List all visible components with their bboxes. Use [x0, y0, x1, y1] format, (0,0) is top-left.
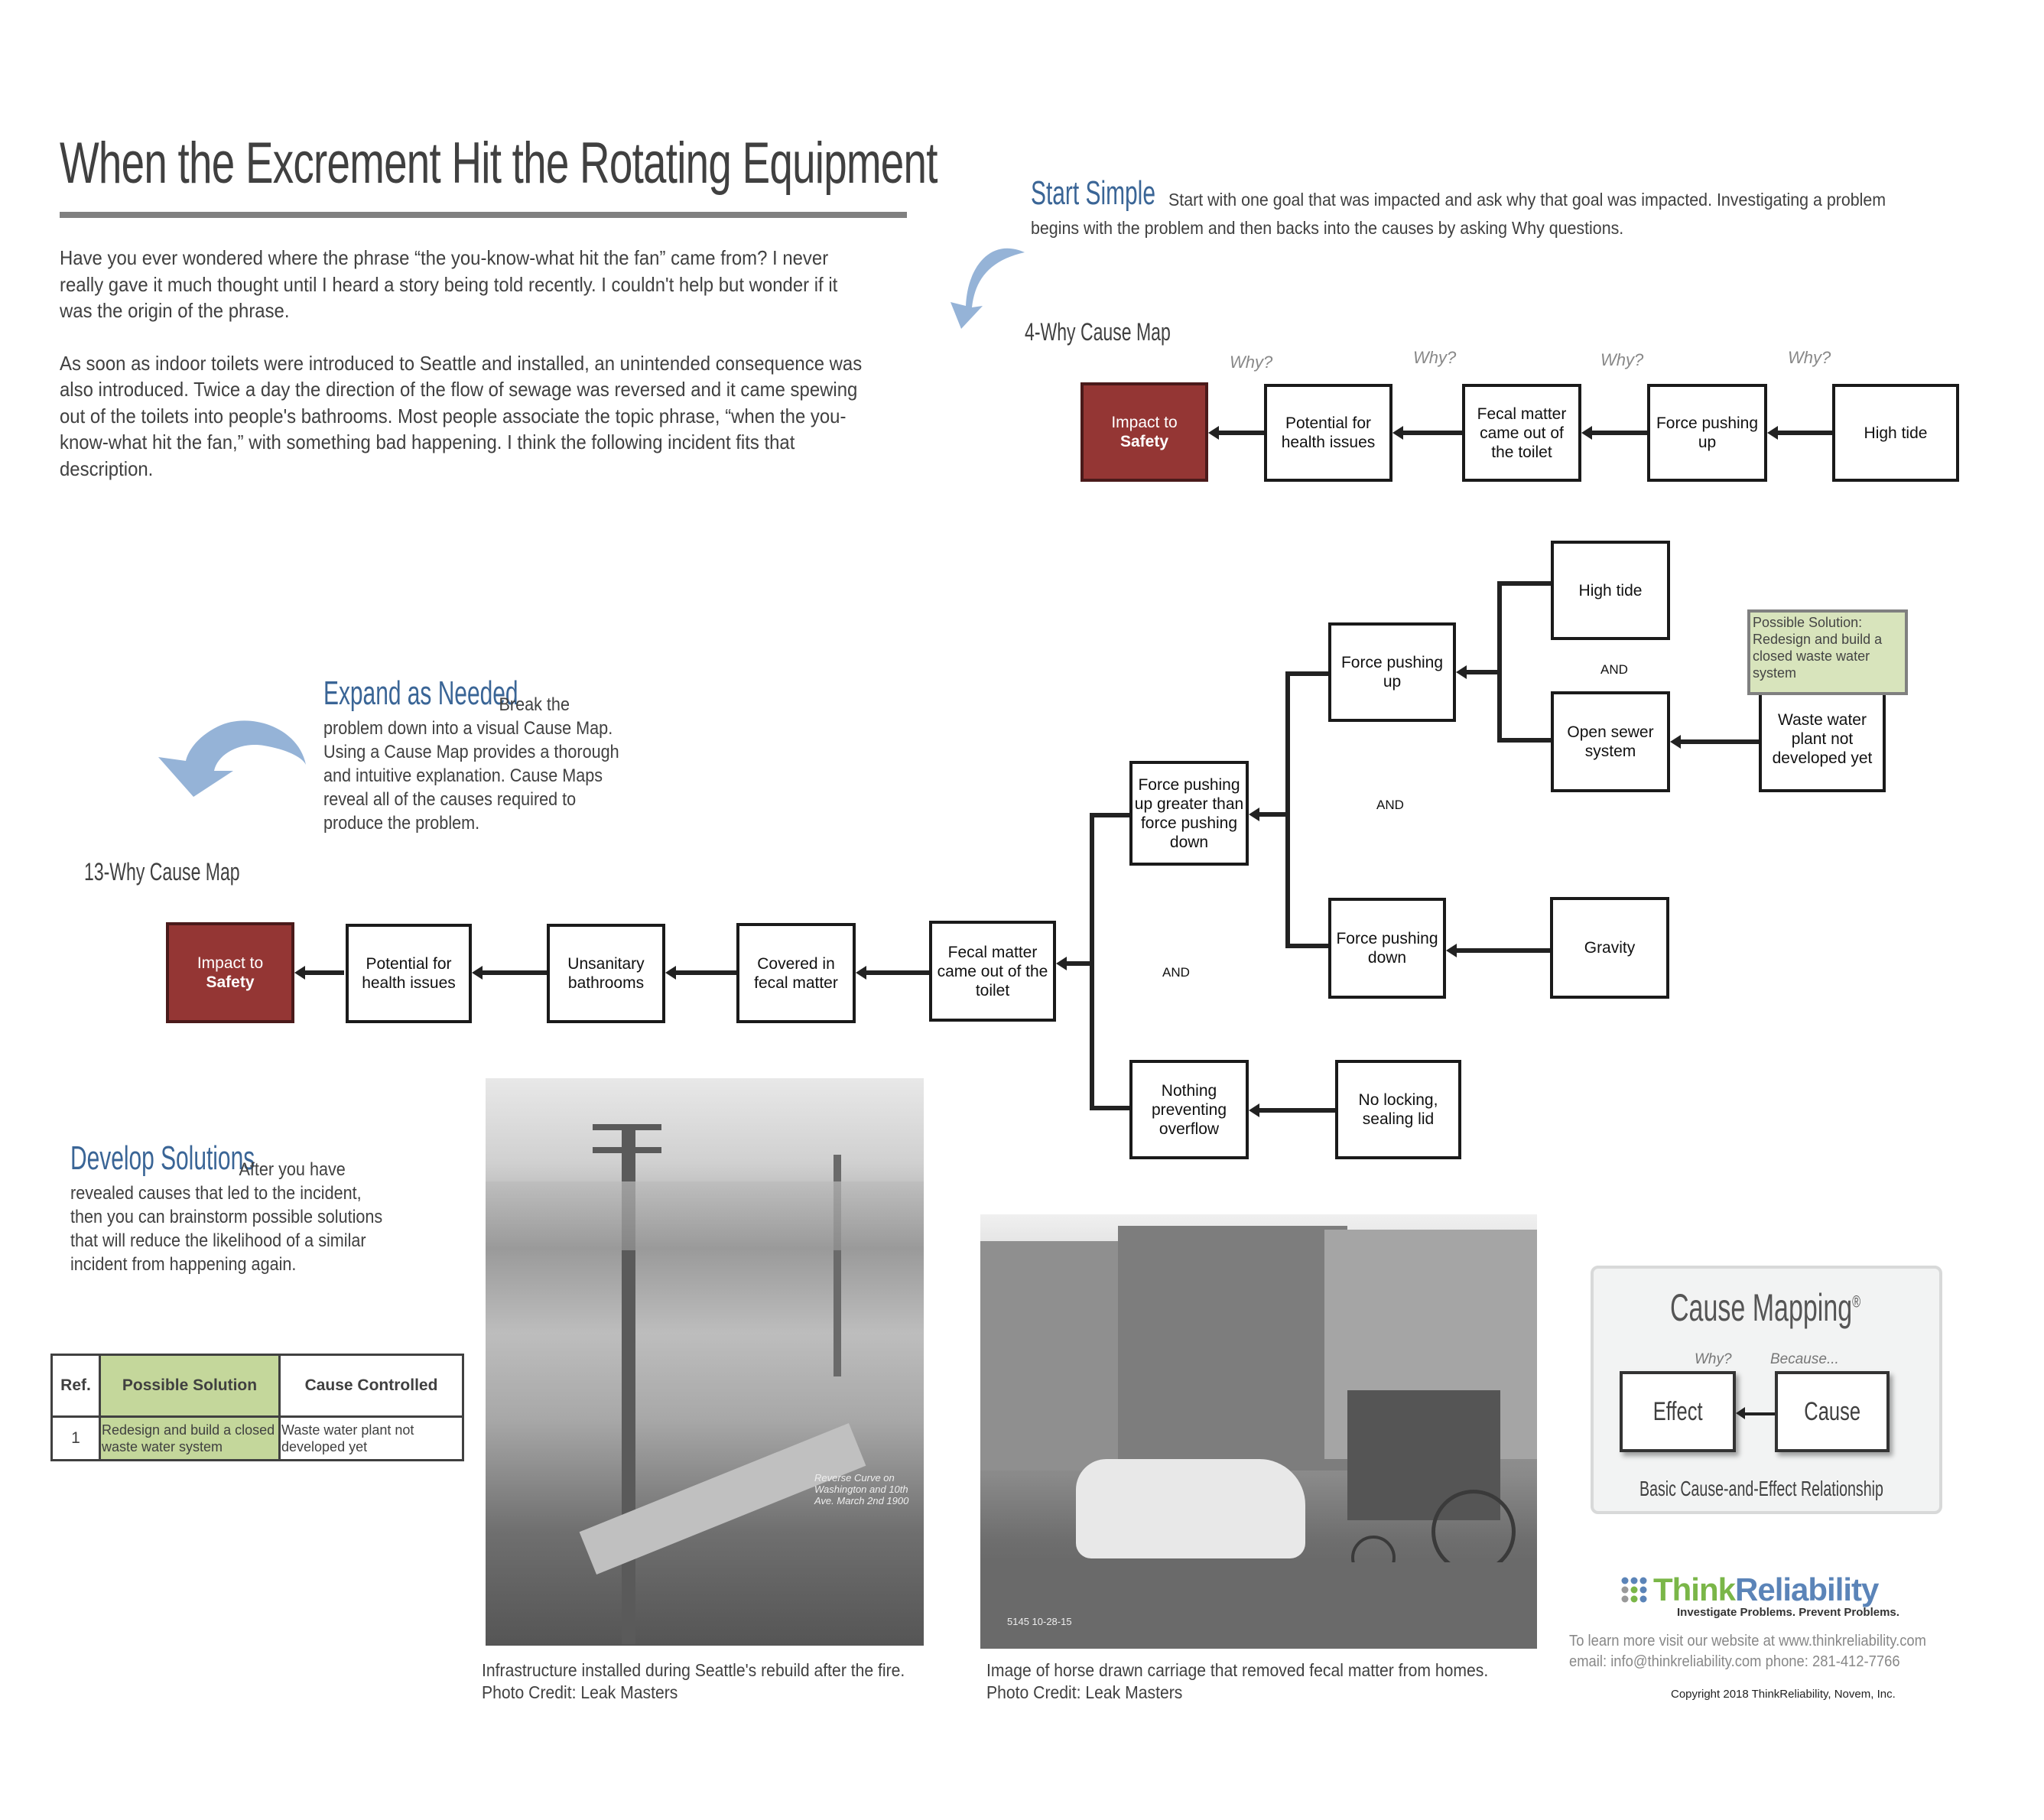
cause-box-force-pushing-up[interactable]: Force pushing up	[1328, 622, 1456, 722]
start-simple-text-2: begins with the problem and then backs i…	[1031, 218, 1624, 238]
col-possible-solution: Possible Solution	[99, 1354, 281, 1418]
page-title: When the Excrement Hit the Rotating Equi…	[60, 131, 938, 196]
cause-box-open-sewer-system[interactable]: Open sewer system	[1551, 691, 1670, 792]
logo-think: Think	[1653, 1571, 1736, 1607]
copyright: Copyright 2018 ThinkReliability, Novem, …	[1671, 1688, 1896, 1701]
cause-box-force-greater[interactable]: Force pushing up greater than force push…	[1129, 761, 1249, 866]
box-label: Impact to	[1111, 414, 1178, 431]
why-label: Why?	[1788, 348, 1831, 367]
col-ref: Ref.	[50, 1354, 101, 1418]
cause-box-covered-in-fecal-matter[interactable]: Covered in fecal matter	[736, 923, 856, 1023]
cause-box-gravity[interactable]: Gravity	[1550, 897, 1669, 999]
photo-caption-2: Image of horse drawn carriage that remov…	[986, 1659, 1488, 1704]
develop-heading: Develop Solutions	[70, 1139, 255, 1177]
cause-box: Cause	[1775, 1371, 1890, 1452]
because-label: Because...	[1770, 1351, 1839, 1367]
cause-mapping-panel: Cause Mapping® Why? Because... Effect Ca…	[1591, 1266, 1942, 1514]
caption-line: Photo Credit: Leak Masters	[986, 1682, 1183, 1702]
intro-paragraph-1: Have you ever wondered where the phrase …	[60, 246, 838, 322]
cause-box-high-tide[interactable]: High tide	[1551, 541, 1670, 640]
col-cause-controlled: Cause Controlled	[278, 1354, 464, 1418]
expand-body: Break the problem down into a visual Cau…	[323, 694, 619, 834]
box-label: Safety	[1119, 433, 1169, 450]
develop-body: After you have revealed causes that led …	[70, 1159, 383, 1275]
cause-box-no-locking-lid[interactable]: No locking, sealing lid	[1335, 1060, 1461, 1159]
contact-line: email: info@thinkreliability.com phone: …	[1569, 1653, 1900, 1670]
effect-label: Effect	[1652, 1396, 1703, 1426]
develop-text: After you have revealed causes that led …	[70, 1158, 387, 1276]
caption-line: Image of horse drawn carriage that remov…	[986, 1660, 1489, 1680]
cause-box-potential-health-issues[interactable]: Potential for health issues	[1264, 384, 1392, 482]
cause-box-force-pushing-up[interactable]: Force pushing up	[1647, 384, 1767, 482]
cause-box-fecal-matter[interactable]: Fecal matter came out of the toilet	[1462, 384, 1581, 482]
cause-mapping-title: Cause Mapping®	[1670, 1285, 1860, 1330]
cause-box-fecal-matter-came-out[interactable]: Fecal matter came out of the toilet	[929, 921, 1056, 1022]
cause-label: Cause	[1804, 1396, 1860, 1426]
why-label: Why?	[1695, 1351, 1732, 1367]
solutions-table: Ref. Possible Solution Cause Controlled …	[50, 1354, 464, 1461]
why-label: Why?	[1413, 348, 1457, 367]
expand-heading-wrap: Expand as Needed	[323, 674, 609, 713]
title-divider	[60, 212, 907, 218]
photo-inset-text: Reverse Curve on Washington and 10th Ave…	[814, 1472, 909, 1506]
start-simple-heading: Start Simple	[1031, 174, 1155, 212]
four-why-map-label: 4-Why Cause Map	[1025, 318, 1171, 346]
cause-mapping-caption: Basic Cause-and-Effect Relationship	[1639, 1477, 1883, 1500]
and-label: AND	[1376, 798, 1404, 812]
box-label: Safety	[206, 973, 255, 991]
cause-box-waste-water-plant[interactable]: Waste water plant not developed yet	[1759, 685, 1886, 792]
why-label: Why?	[1230, 353, 1273, 372]
cause-box-nothing-preventing-overflow[interactable]: Nothing preventing overflow	[1129, 1060, 1249, 1159]
curved-arrow-down-icon	[951, 248, 1025, 329]
caption-line: Infrastructure installed during Seattle'…	[482, 1660, 905, 1680]
why-label: Why?	[1600, 350, 1644, 369]
cell-solution: Redesign and build a closed waste water …	[99, 1415, 281, 1461]
possible-solution-note: Possible Solution: Redesign and build a …	[1747, 609, 1908, 695]
expand-heading: Expand as Needed	[323, 674, 518, 712]
cause-box-unsanitary-bathrooms[interactable]: Unsanitary bathrooms	[547, 924, 665, 1023]
intro-text: Have you ever wondered where the phrase …	[60, 245, 869, 508]
expand-text: Break the problem down into a visual Cau…	[323, 693, 619, 835]
thirteen-why-map-label: 13-Why Cause Map	[84, 858, 240, 886]
effect-box: Effect	[1620, 1371, 1736, 1452]
cause-box-high-tide[interactable]: High tide	[1832, 384, 1959, 482]
photo-inset-text: 5145 10-28-15	[1007, 1616, 1072, 1627]
logo-dots-icon	[1621, 1577, 1647, 1603]
and-label: AND	[1600, 662, 1628, 677]
start-simple-text-1: Start with one goal that was impacted an…	[1168, 190, 1886, 210]
cause-box-force-pushing-down[interactable]: Force pushing down	[1328, 898, 1446, 999]
develop-heading-wrap: Develop Solutions	[70, 1139, 342, 1178]
start-simple-block: Start Simple	[1031, 174, 1987, 213]
impact-to-safety-box[interactable]: Impact to Safety	[1080, 382, 1208, 482]
cause-box-potential-health-issues[interactable]: Potential for health issues	[346, 924, 472, 1023]
intro-paragraph-2: As soon as indoor toilets were introduce…	[60, 351, 863, 480]
and-label: AND	[1162, 965, 1190, 980]
website-line: To learn more visit our website at www.t…	[1569, 1633, 1926, 1649]
caption-line: Photo Credit: Leak Masters	[482, 1682, 678, 1702]
horses	[1076, 1459, 1305, 1558]
infrastructure-photo: Reverse Curve on Washington and 10th Ave…	[486, 1078, 924, 1646]
horse-carriage-photo: 5145 10-28-15	[980, 1214, 1537, 1649]
cause-mapping-title-text: Cause Mapping	[1670, 1286, 1853, 1329]
box-label: Impact to	[197, 954, 264, 972]
logo-reliability: Reliability	[1735, 1571, 1879, 1607]
cell-cause: Waste water plant not developed yet	[278, 1415, 464, 1461]
curved-arrow-left-icon	[158, 720, 306, 797]
logo-tagline: Investigate Problems. Prevent Problems.	[1677, 1606, 1899, 1619]
table-row: 1 Redesign and build a closed waste wate…	[50, 1415, 464, 1461]
registered-mark: ®	[1852, 1292, 1861, 1311]
photo-caption-1: Infrastructure installed during Seattle'…	[482, 1659, 905, 1704]
cell-ref: 1	[50, 1415, 101, 1461]
